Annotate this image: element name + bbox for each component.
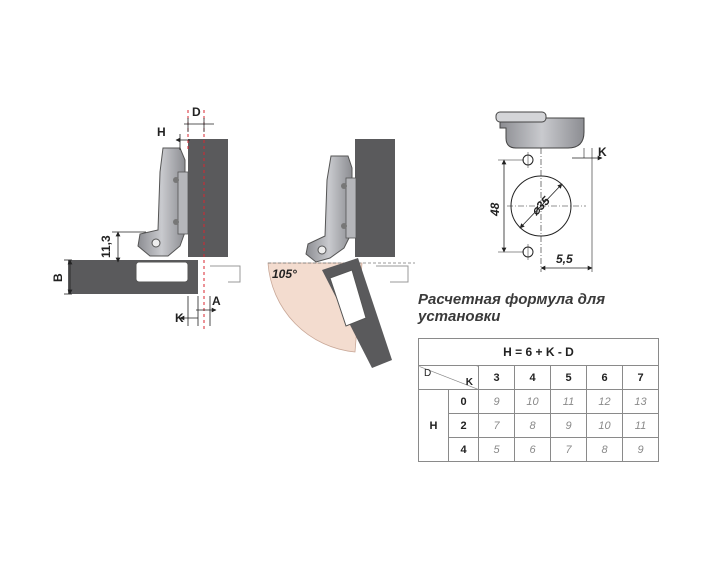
dim-label-k: K [598, 145, 607, 159]
equation-cell: H = 6 + K - D [418, 337, 659, 367]
h-value: 8 [514, 413, 551, 439]
hinge-screw [173, 177, 179, 183]
diameter-line [519, 183, 563, 229]
hinge-screw [173, 219, 179, 225]
dim-label-b: B [51, 273, 65, 282]
formula-title-line2: установки [418, 308, 501, 325]
dim-label-55: 5,5 [556, 252, 573, 266]
h-value: 8 [586, 437, 623, 462]
h-value: 9 [550, 413, 587, 439]
cup-profile [499, 117, 585, 149]
left-hinge-diagram: D H 11,3 B A K [51, 105, 241, 330]
table-row: H 0 9 10 11 12 13 [418, 389, 659, 462]
hinge-arm [305, 155, 353, 263]
corner-d-label: D [424, 368, 432, 380]
cabinet-side-panel [355, 139, 395, 257]
middle-hinge-diagram: 105° [267, 139, 415, 368]
cabinet-frame-outline [376, 265, 409, 283]
h-value: 7 [550, 437, 587, 462]
equation-row: H = 6 + K - D [418, 337, 659, 367]
h-value: 6 [514, 437, 551, 462]
k-value: 6 [586, 365, 623, 391]
formula-table: H = 6 + K - D D K 3 4 5 6 7 H 0 9 10 11 … [418, 337, 659, 462]
k-value: 7 [622, 365, 659, 391]
formula-title-line1: Расчетная формула для [418, 291, 606, 308]
k-value: 5 [550, 365, 587, 391]
dim-label-48: 48 [488, 202, 502, 217]
cup-diagram: ⌀35 48 K 5,5 [488, 111, 607, 272]
dim-label-113: 11,3 [99, 235, 113, 258]
hinge-screw [341, 223, 347, 229]
dim-label-k: K [175, 311, 184, 325]
cabinet-frame-outline [210, 265, 241, 283]
d-value: 2 [448, 413, 479, 439]
hinge-screw [341, 183, 347, 189]
formula-title: Расчетная формула для установки [418, 291, 718, 325]
opening-angle-label: 105° [272, 267, 297, 281]
opened-door-cup [329, 269, 367, 327]
h-value: 13 [622, 389, 659, 415]
dim-label-h: H [157, 125, 166, 139]
h-value: 7 [478, 413, 515, 439]
h-value: 10 [514, 389, 551, 415]
corner-k-label: K [465, 377, 473, 389]
cup-hole-circle [510, 175, 572, 237]
hinge-cup [135, 261, 189, 283]
k-header-row: D K 3 4 5 6 7 [418, 365, 659, 391]
cabinet-side-panel [188, 139, 228, 257]
table-row: 4 5 6 7 8 9 [419, 437, 659, 462]
d-value: 0 [448, 389, 479, 415]
hinge-mounting-plate [177, 171, 189, 235]
hinge-pivot [151, 238, 161, 248]
h-value: 11 [550, 389, 587, 415]
dim-label-a: A [212, 294, 221, 308]
h-value: 10 [586, 413, 623, 439]
h-value: 5 [478, 437, 515, 462]
h-value: 9 [622, 437, 659, 462]
k-value: 4 [514, 365, 551, 391]
h-value: 9 [478, 389, 515, 415]
hinge-mounting-plate [345, 177, 357, 239]
corner-cell: D K [418, 365, 479, 391]
h-value: 11 [622, 413, 659, 439]
hinge-arm [137, 147, 186, 257]
hinge-pivot [317, 245, 327, 255]
h-value: 12 [586, 389, 623, 415]
d-value: 4 [448, 437, 479, 462]
dim-label-d: D [192, 105, 201, 119]
h-row-label: H [418, 389, 449, 462]
table-row: 2 7 8 9 10 11 [419, 413, 659, 439]
k-value: 3 [478, 365, 515, 391]
cup-rim [495, 111, 547, 123]
